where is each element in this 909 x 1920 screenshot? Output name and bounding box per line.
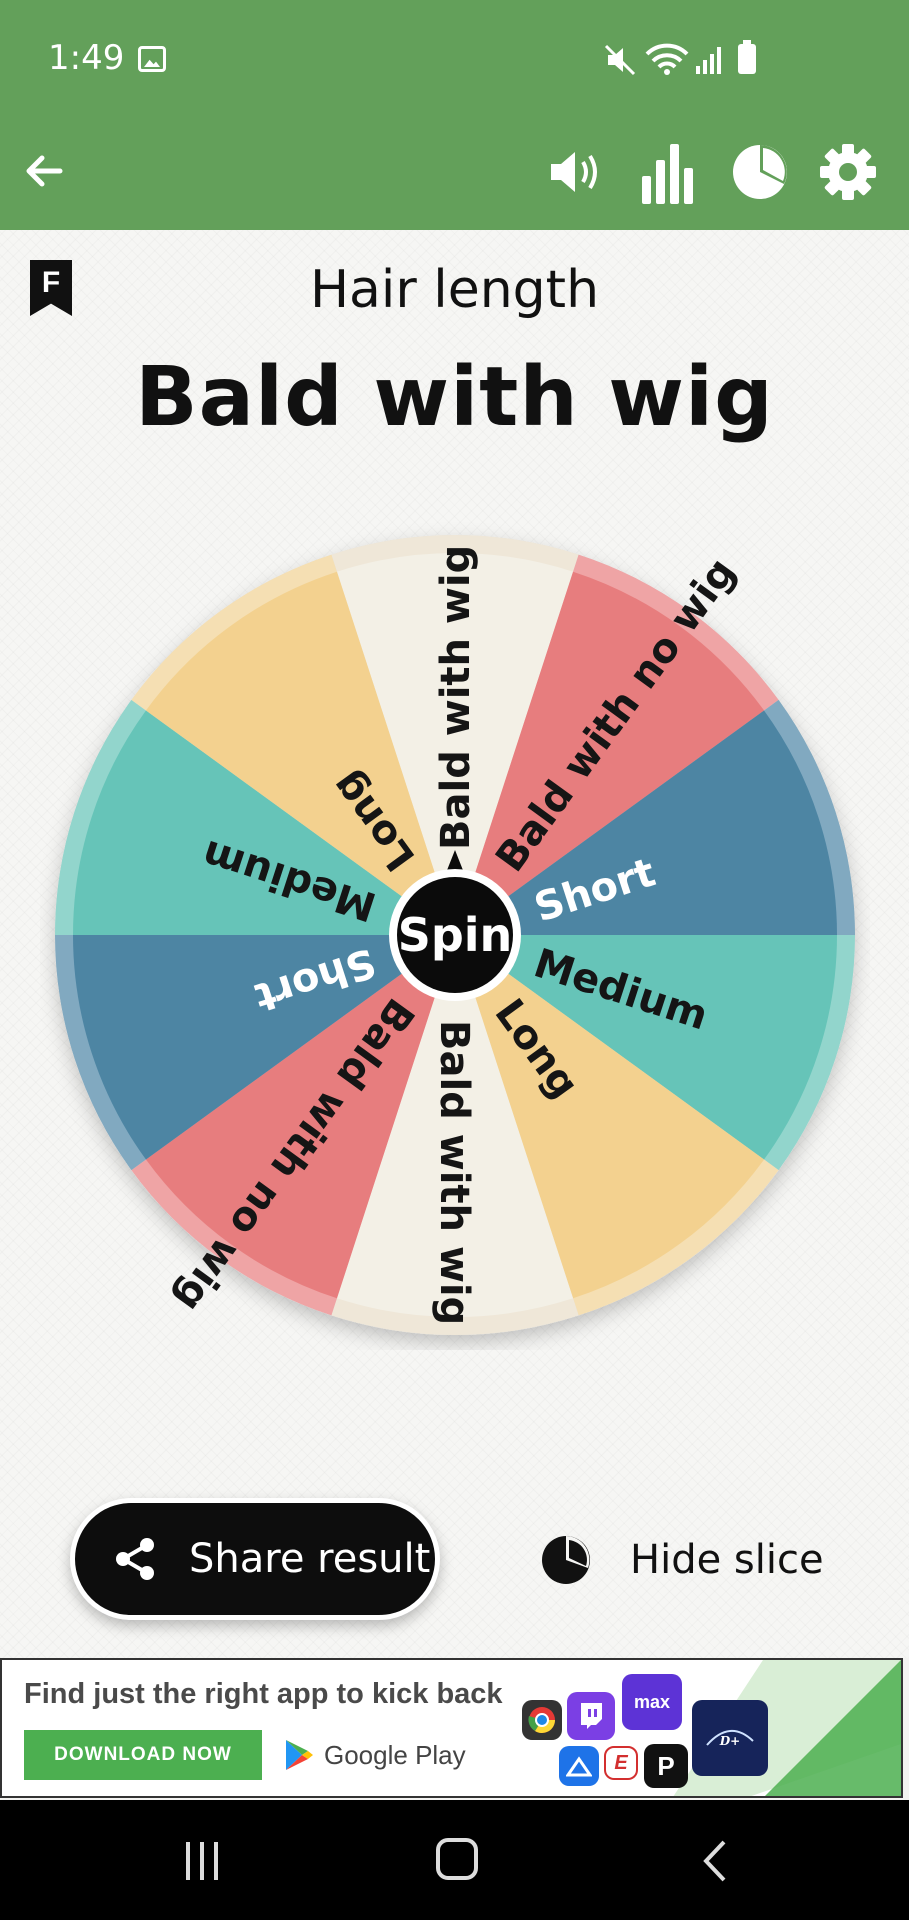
settings-icon[interactable] (818, 142, 878, 202)
nav-back-icon[interactable] (700, 1838, 730, 1884)
mute-icon (604, 44, 636, 76)
system-nav-bar (0, 1800, 909, 1920)
back-arrow-icon[interactable] (20, 146, 70, 196)
max-tile-label: max (633, 1691, 671, 1712)
ad-download-button[interactable]: DOWNLOAD NOW (24, 1730, 262, 1780)
wheel-slice[interactable] (73, 710, 455, 935)
wheel-slice[interactable] (455, 935, 837, 1160)
ad-banner[interactable]: Find just the right app to kick back DOW… (0, 1658, 903, 1798)
wheel-slice[interactable] (455, 935, 765, 1299)
hide-slice-button[interactable]: Hide slice (540, 1520, 824, 1600)
home-icon[interactable] (436, 1838, 478, 1880)
peacock-app-tile: P (644, 1744, 688, 1788)
pie-slice-icon (542, 1536, 590, 1584)
espn-tile-label: E (614, 1751, 628, 1774)
hide-slice-label: Hide slice (630, 1537, 824, 1583)
wheel-slice-label: Bald with wig (433, 545, 479, 850)
sound-icon[interactable] (545, 142, 605, 202)
status-time: 1:49 (48, 38, 125, 78)
wheel-slice[interactable] (336, 553, 574, 935)
google-play-label: Google Play (324, 1739, 466, 1770)
chrome-app-tile (522, 1700, 562, 1740)
app-bar (0, 120, 909, 230)
signal-icon (696, 47, 721, 74)
status-bar: 1:49 (0, 0, 909, 120)
wheel-slice[interactable] (145, 571, 455, 935)
wheel-slice[interactable] (145, 935, 455, 1299)
spin-button[interactable]: Spin (389, 850, 521, 1001)
max-app-tile: max (622, 1674, 682, 1730)
svg-text:D+: D+ (719, 1734, 740, 1748)
gallery-notification-icon (138, 46, 166, 72)
spin-label: Spin (398, 908, 513, 962)
twitch-app-tile (567, 1692, 615, 1740)
share-result-label: Share result (189, 1536, 431, 1582)
share-result-button[interactable]: Share result (70, 1498, 440, 1620)
share-icon (116, 1538, 154, 1580)
wifi-icon (645, 43, 689, 75)
paramount-app-tile (559, 1746, 599, 1786)
pie-icon[interactable] (730, 142, 790, 202)
wheel-slice[interactable] (455, 710, 837, 935)
wheel-slice[interactable] (336, 935, 574, 1317)
google-play-icon (286, 1740, 313, 1770)
wheel-slice[interactable] (455, 571, 765, 935)
battery-icon (738, 40, 756, 74)
recents-icon[interactable] (180, 1838, 226, 1884)
google-play-link[interactable]: Google Play (284, 1738, 466, 1772)
wheel-slice-label: Bald with wig (431, 1020, 477, 1325)
main-content: F Hair length Bald with wig Bald with wi… (0, 230, 909, 1658)
espn-app-tile: E (604, 1746, 638, 1780)
spin-result: Bald with wig (135, 350, 774, 445)
ad-headline: Find just the right app to kick back (24, 1678, 503, 1710)
peacock-tile-label: P (657, 1750, 675, 1781)
wheel-slice[interactable] (73, 935, 455, 1160)
wheel-title: Hair length (309, 260, 600, 320)
stats-icon[interactable] (638, 142, 698, 206)
disney-app-tile: D+ (692, 1700, 768, 1776)
